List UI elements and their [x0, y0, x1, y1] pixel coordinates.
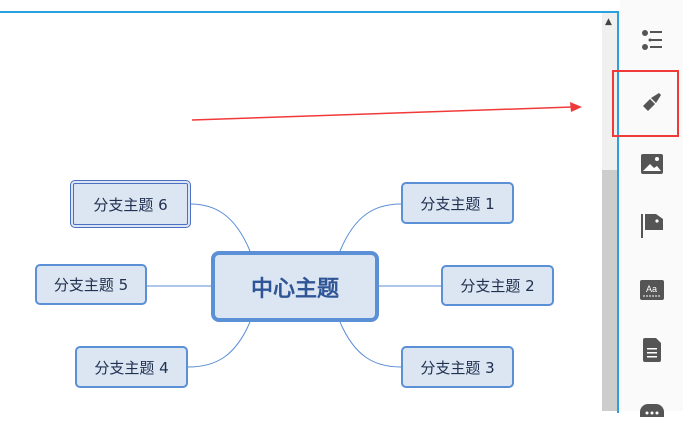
outline-icon[interactable] — [640, 28, 664, 52]
comment-icon[interactable] — [640, 398, 664, 422]
branch-topic-5[interactable]: 分支主题 5 — [35, 264, 147, 305]
branch-topic-3[interactable]: 分支主题 3 — [401, 346, 514, 388]
scrollbar-thumb[interactable] — [602, 170, 617, 411]
text-format-icon[interactable]: Aa — [640, 278, 664, 302]
notes-icon[interactable] — [640, 338, 664, 362]
style-brush-icon[interactable] — [640, 90, 664, 114]
scroll-up-icon[interactable]: ▲ — [605, 17, 612, 27]
branch-topic-1[interactable]: 分支主题 1 — [401, 182, 514, 224]
branch-topic-6-selected[interactable]: 分支主题 6 — [70, 180, 191, 228]
branch-topic-4[interactable]: 分支主题 4 — [75, 346, 188, 388]
branch-topic-2[interactable]: 分支主题 2 — [441, 265, 554, 306]
highlight-box — [612, 70, 679, 137]
marker-flag-icon[interactable] — [640, 214, 664, 238]
image-icon[interactable] — [640, 152, 664, 176]
central-topic[interactable]: 中心主题 — [211, 251, 379, 322]
svg-text:Aa: Aa — [646, 284, 657, 294]
connector-lines — [147, 102, 582, 368]
annotation-arrow — [191, 102, 582, 121]
